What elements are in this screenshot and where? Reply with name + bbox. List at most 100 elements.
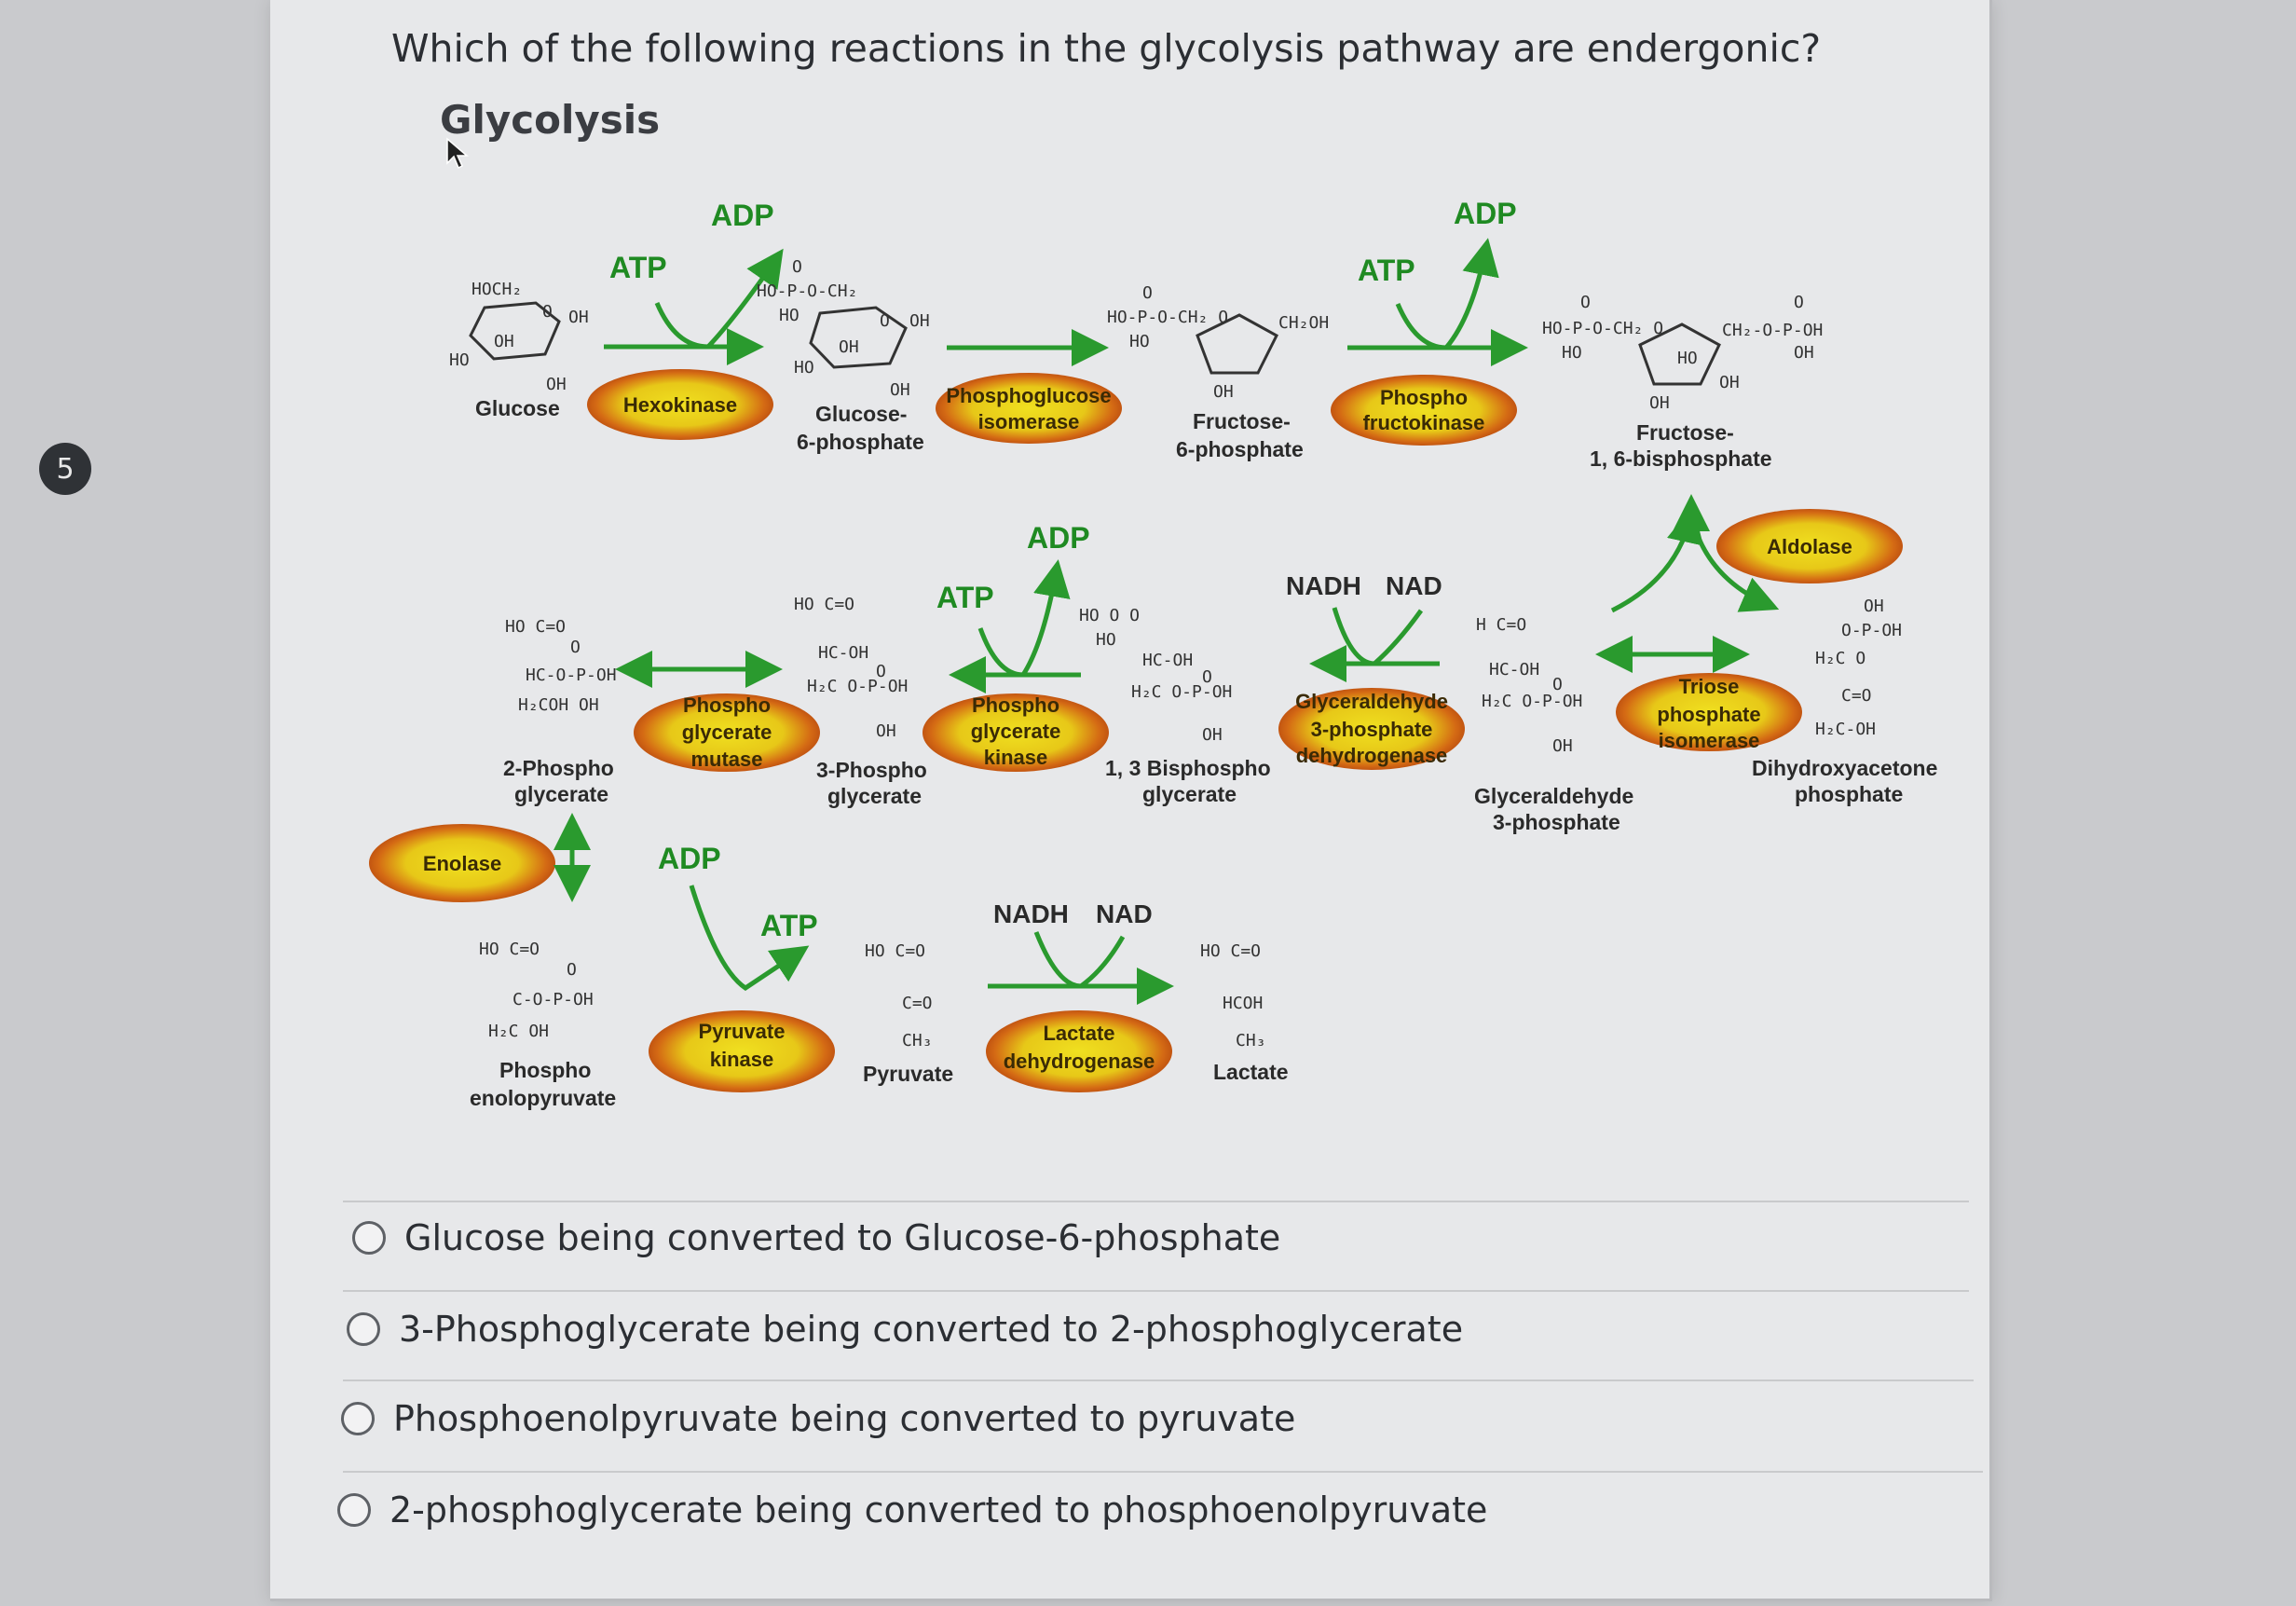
option-3[interactable]: Phosphoenolpyruvate being converted to p… bbox=[341, 1398, 1295, 1439]
svg-text:HO C=O: HO C=O bbox=[505, 617, 566, 637]
glyceraldehyde-3-phosphate-dehydrogenase-enzyme bbox=[1278, 688, 1465, 770]
dihydroxyacetone-phosphate-structure: OH O-P-OH H₂C O C=O H₂C-OH bbox=[1815, 597, 1902, 739]
svg-text:OH: OH bbox=[1794, 343, 1814, 363]
glucose-structure: HOCH₂ O OH OH HO OH bbox=[449, 280, 589, 394]
enolase-label: Enolase bbox=[423, 852, 501, 875]
svg-text:CH₃: CH₃ bbox=[902, 1031, 933, 1050]
option-4[interactable]: 2-phosphoglycerate being converted to ph… bbox=[337, 1489, 1487, 1531]
svg-text:OH: OH bbox=[568, 308, 589, 327]
bisphosphoglycerate-structure: HO O O HO HC-OH H₂C O-P-OH O OH bbox=[1079, 606, 1232, 745]
svg-text:HO-P-O-CH₂: HO-P-O-CH₂ bbox=[757, 281, 857, 301]
svg-text:HO: HO bbox=[1096, 630, 1116, 650]
pep-label-2: enolopyruvate bbox=[470, 1086, 616, 1110]
ldh-label-1: Lactate bbox=[1043, 1022, 1114, 1045]
phosphoenolpyruvate-structure: HO C=O O C-O-P-OH H₂C OH bbox=[479, 940, 594, 1041]
svg-text:H₂C O: H₂C O bbox=[1815, 649, 1866, 668]
question-text: Which of the following reactions in the … bbox=[391, 26, 1822, 71]
pgk-adp: ADP bbox=[1027, 521, 1090, 555]
hexokinase-adp: ADP bbox=[711, 199, 774, 232]
pgi-label-2: isomerase bbox=[978, 410, 1080, 433]
svg-text:H₂C-OH: H₂C-OH bbox=[1815, 720, 1876, 739]
svg-text:HOCH₂: HOCH₂ bbox=[472, 280, 522, 299]
pgi-label-1: Phosphoglucose bbox=[946, 384, 1111, 407]
svg-text:OH: OH bbox=[909, 311, 930, 331]
svg-text:HO C=O: HO C=O bbox=[1200, 941, 1261, 961]
lactate-structure: HO C=O HCOH CH₃ bbox=[1200, 941, 1266, 1050]
hexokinase-label: Hexokinase bbox=[623, 393, 737, 417]
g3p-label-1: Glyceraldehyde bbox=[1474, 784, 1633, 808]
question-card bbox=[270, 0, 1992, 1601]
svg-text:C-O-P-OH: C-O-P-OH bbox=[512, 990, 594, 1009]
f6p-label-1: Fructose- bbox=[1193, 409, 1291, 433]
g6p-label-1: Glucose- bbox=[815, 402, 907, 426]
svg-text:H₂COH OH: H₂COH OH bbox=[518, 695, 599, 715]
bpg-label-1: 1, 3 Bisphospho bbox=[1105, 756, 1271, 780]
svg-text:O: O bbox=[567, 960, 577, 980]
pgk-label-2: glycerate bbox=[971, 720, 1061, 743]
gapdh-label-3: dehydrogenase bbox=[1296, 744, 1448, 767]
svg-text:O: O bbox=[876, 662, 886, 681]
option-3-radio[interactable] bbox=[341, 1402, 375, 1435]
svg-text:OH: OH bbox=[876, 721, 896, 741]
gapdh-label-2: 3-phosphate bbox=[1311, 718, 1433, 741]
f16bp-label-1: Fructose- bbox=[1636, 420, 1734, 445]
glucose-label: Glucose bbox=[475, 396, 560, 420]
glucose-6-phosphate-structure: O HO-P-O-CH₂ HO O OH OH HO OH bbox=[757, 257, 930, 400]
svg-text:O: O bbox=[1142, 283, 1153, 303]
pyruvate-structure: HO C=O C=O CH₃ bbox=[865, 941, 933, 1050]
pgm-label-2: glycerate bbox=[682, 721, 772, 744]
option-2[interactable]: 3-Phosphoglycerate being converted to 2-… bbox=[347, 1309, 1463, 1350]
2-phosphoglycerate-structure: HO C=O O HC-O-P-OH H₂COH OH bbox=[505, 617, 617, 715]
g3p-label-2: 3-phosphate bbox=[1493, 810, 1620, 834]
pgm-label-3: mutase bbox=[690, 748, 762, 771]
pyruvate-kinase-enzyme bbox=[649, 1010, 835, 1092]
option-3-label: Phosphoenolpyruvate being converted to p… bbox=[393, 1398, 1296, 1439]
phosphoglycerate-kinase-enzyme bbox=[922, 693, 1109, 772]
pfk-atp: ATP bbox=[1358, 254, 1415, 287]
phosphoglycerate-mutase-enzyme bbox=[634, 693, 820, 772]
svg-text:O: O bbox=[1552, 675, 1563, 694]
svg-text:OH: OH bbox=[1202, 725, 1223, 745]
dhap-label-2: phosphate bbox=[1795, 782, 1903, 806]
ldh-nad: NAD bbox=[1096, 899, 1153, 928]
svg-text:OH: OH bbox=[1864, 597, 1884, 616]
svg-text:HO: HO bbox=[1129, 332, 1150, 351]
glyceraldehyde-3-phosphate-structure: H C=O HC-OH H₂C O-P-OH O OH bbox=[1476, 615, 1582, 756]
svg-text:O: O bbox=[880, 311, 890, 331]
option-2-radio[interactable] bbox=[347, 1312, 380, 1346]
svg-text:HO O O: HO O O bbox=[1079, 606, 1140, 625]
option-4-radio[interactable] bbox=[337, 1493, 371, 1527]
svg-text:O: O bbox=[1794, 293, 1804, 312]
svg-text:O: O bbox=[1202, 667, 1212, 687]
svg-text:OH: OH bbox=[1213, 382, 1234, 402]
svg-text:H₂C OH: H₂C OH bbox=[488, 1022, 549, 1041]
enolase-enzyme bbox=[369, 824, 555, 902]
svg-text:O: O bbox=[570, 638, 581, 657]
pfk-adp: ADP bbox=[1454, 197, 1517, 230]
svg-text:HC-OH: HC-OH bbox=[818, 643, 868, 663]
svg-text:H₂C O-P-OH: H₂C O-P-OH bbox=[807, 677, 908, 696]
svg-text:O: O bbox=[1580, 293, 1591, 312]
f16bp-label-2: 1, 6-bisphosphate bbox=[1590, 446, 1772, 471]
pg3-label-2: glycerate bbox=[827, 784, 922, 808]
svg-text:CH₂-O-P-OH: CH₂-O-P-OH bbox=[1722, 321, 1823, 340]
svg-text:OH: OH bbox=[839, 337, 859, 357]
svg-text:O: O bbox=[792, 257, 802, 277]
svg-text:H C=O: H C=O bbox=[1476, 615, 1526, 635]
ldh-nadh: NADH bbox=[993, 899, 1069, 928]
gapdh-label-1: Glyceraldehyde bbox=[1295, 690, 1448, 713]
svg-text:HO-P-O-CH₂ O: HO-P-O-CH₂ O bbox=[1107, 308, 1228, 327]
pg2-label-2: glycerate bbox=[514, 782, 608, 806]
svg-text:OH: OH bbox=[494, 332, 514, 351]
option-1[interactable]: Glucose being converted to Glucose-6-pho… bbox=[352, 1217, 1280, 1258]
pk-adp: ADP bbox=[658, 842, 721, 875]
aldolase-label: Aldolase bbox=[1767, 535, 1852, 558]
option-2-label: 3-Phosphoglycerate being converted to 2-… bbox=[399, 1309, 1464, 1350]
tpi-label-3: isomerase bbox=[1659, 729, 1760, 752]
hexokinase-enzyme bbox=[587, 369, 773, 440]
svg-text:HO-P-O-CH₂ O: HO-P-O-CH₂ O bbox=[1542, 319, 1663, 338]
svg-text:O: O bbox=[542, 302, 553, 322]
option-1-radio[interactable] bbox=[352, 1221, 386, 1255]
svg-text:HO: HO bbox=[449, 350, 470, 370]
pg3-label-1: 3-Phospho bbox=[816, 758, 927, 782]
